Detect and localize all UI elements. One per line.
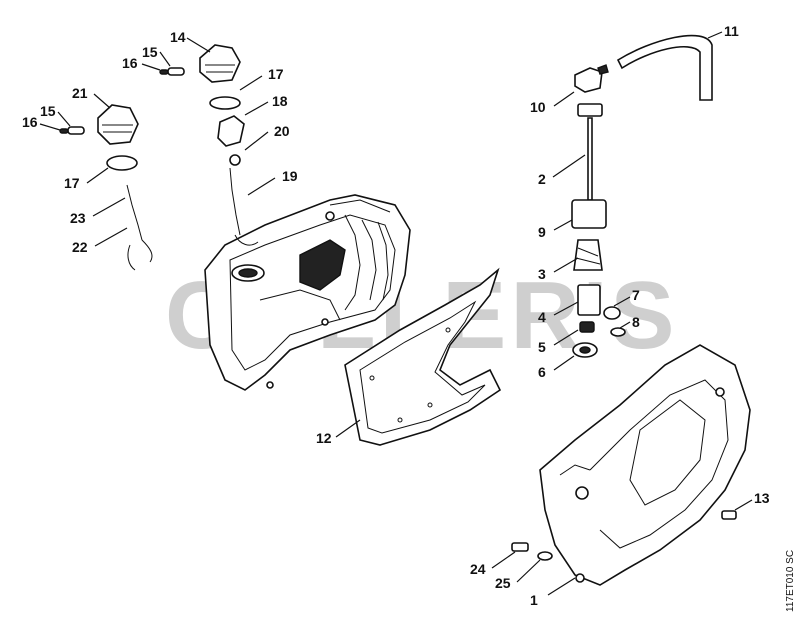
- callout-21: 21: [72, 85, 88, 101]
- callout-8: 8: [632, 314, 640, 330]
- callout-19: 19: [282, 168, 298, 184]
- callout-17-b: 17: [64, 175, 80, 191]
- callout-17-a: 17: [268, 66, 284, 82]
- callout-6: 6: [538, 364, 546, 380]
- callout-11: 11: [724, 23, 739, 39]
- callout-18: 18: [272, 93, 288, 109]
- oil-pump-assembly: [571, 64, 626, 358]
- callout-10: 10: [530, 99, 546, 115]
- tank-cap-fuel: [97, 104, 139, 171]
- callout-15-b: 15: [40, 103, 56, 119]
- crankcase-cover: [539, 344, 751, 586]
- callout-2: 2: [538, 171, 546, 187]
- leader-lines: [39, 31, 753, 596]
- callout-15-a: 15: [142, 44, 158, 60]
- callout-22: 22: [72, 239, 88, 255]
- bolts: [511, 510, 737, 561]
- callout-labels: 1 2 3 4 5 6 7 8 9 10 11 12 13 14 15 15 1…: [22, 23, 770, 608]
- callout-13: 13: [754, 490, 770, 506]
- callout-14: 14: [170, 29, 186, 45]
- tank-cap-oil: [199, 44, 241, 110]
- callout-5: 5: [538, 339, 546, 355]
- retaining-chains: [126, 167, 259, 271]
- fuel-line: [616, 34, 713, 101]
- callout-12: 12: [316, 430, 332, 446]
- drawing-code: 117ET010 SC: [785, 550, 796, 612]
- crankcase-housing: [204, 194, 411, 391]
- callout-9: 9: [538, 224, 546, 240]
- callout-23: 23: [70, 210, 86, 226]
- callout-16-a: 16: [122, 55, 138, 71]
- callout-25: 25: [495, 575, 511, 591]
- callout-4: 4: [538, 309, 546, 325]
- callout-20: 20: [274, 123, 290, 139]
- gasket: [344, 267, 502, 446]
- callout-16-b: 16: [22, 114, 38, 130]
- callout-7: 7: [632, 287, 640, 303]
- callout-3: 3: [538, 266, 546, 282]
- pickup-body: [217, 115, 245, 166]
- callout-1: 1: [530, 592, 538, 608]
- callout-24: 24: [470, 561, 486, 577]
- small-pins: [59, 67, 185, 135]
